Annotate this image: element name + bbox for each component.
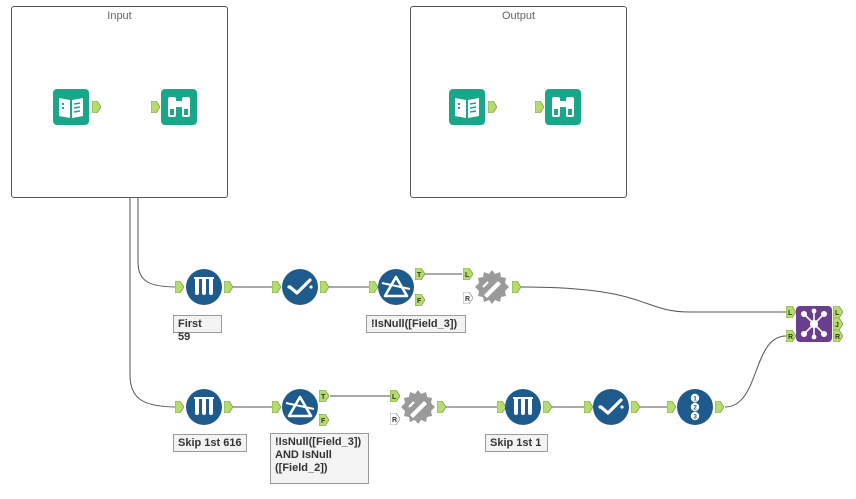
output-browse-input-anchor[interactable] xyxy=(535,101,544,113)
network-join-icon xyxy=(796,306,832,342)
gear-disabled-icon xyxy=(475,270,509,304)
test-tubes-icon xyxy=(186,269,222,305)
sample-skip-output-anchor[interactable] xyxy=(224,401,233,413)
join-left-output-anchor[interactable]: L xyxy=(833,306,843,318)
test-tubes-icon xyxy=(505,389,541,425)
join-right-input-anchor[interactable]: R xyxy=(786,330,796,342)
select-top-output-anchor[interactable] xyxy=(320,281,329,293)
disabled-tool-bottom[interactable] xyxy=(400,389,436,425)
book-icon xyxy=(449,89,485,125)
filter-top-true-anchor[interactable]: T xyxy=(415,268,425,280)
filter-bottom-tool[interactable] xyxy=(282,389,318,425)
svg-text:L: L xyxy=(465,272,470,279)
select-bottom-output-anchor[interactable] xyxy=(631,401,640,413)
sample-skip-tool[interactable] xyxy=(186,389,222,425)
join-tool[interactable] xyxy=(796,306,832,342)
filter-top-input-anchor[interactable] xyxy=(369,281,378,293)
browse-tool-input-anchor[interactable] xyxy=(151,101,160,113)
svg-text:1: 1 xyxy=(693,396,697,403)
binoculars-icon xyxy=(545,89,581,125)
svg-text:R: R xyxy=(465,296,470,303)
annotation-filter-top: !IsNull([Field_3]) xyxy=(366,315,466,333)
svg-text:L: L xyxy=(788,310,793,317)
sample-skip-input-anchor[interactable] xyxy=(175,401,184,413)
filter-top-tool[interactable] xyxy=(378,269,414,305)
input-data-tool[interactable] xyxy=(53,89,89,125)
recordid-tool[interactable]: 1 2 3 xyxy=(677,389,713,425)
svg-text:F: F xyxy=(417,298,422,305)
gear-disabled-icon xyxy=(401,390,435,424)
svg-text:L: L xyxy=(835,310,840,317)
svg-text:2: 2 xyxy=(693,405,697,412)
select-bottom-input-anchor[interactable] xyxy=(584,401,593,413)
triangle-filter-icon xyxy=(282,389,318,425)
svg-text:R: R xyxy=(788,334,793,341)
checkmark-icon xyxy=(282,269,318,305)
annotation-sample-skip: Skip 1st 616 xyxy=(173,434,247,452)
sample-first-tool[interactable] xyxy=(186,269,222,305)
select-bottom-tool[interactable] xyxy=(593,389,629,425)
disabled-tool-top-output-anchor[interactable] xyxy=(512,281,521,293)
disabled-join-bottom-right-anchor[interactable]: R xyxy=(390,413,400,425)
numbered-list-icon: 1 2 3 xyxy=(677,389,713,425)
svg-text:F: F xyxy=(321,418,326,425)
sample-skip-one-input-anchor[interactable] xyxy=(497,401,506,413)
filter-top-false-anchor[interactable]: F xyxy=(415,294,425,306)
select-top-input-anchor[interactable] xyxy=(272,281,281,293)
join-join-output-anchor[interactable]: J xyxy=(833,318,843,330)
join-left-input-anchor[interactable]: L xyxy=(786,306,796,318)
container-input-title: Input xyxy=(107,10,132,22)
svg-text:3: 3 xyxy=(693,414,697,421)
container-output[interactable]: Output xyxy=(410,6,627,198)
disabled-join-top-right-anchor[interactable]: R xyxy=(463,292,473,304)
sample-skip-one-output-anchor[interactable] xyxy=(543,401,552,413)
annotation-sample-first: First 59 xyxy=(173,315,222,343)
filter-bottom-input-anchor[interactable] xyxy=(272,401,281,413)
triangle-filter-icon xyxy=(378,269,414,305)
sample-first-input-anchor[interactable] xyxy=(175,281,184,293)
checkmark-icon xyxy=(593,389,629,425)
output-input-data-tool[interactable] xyxy=(449,89,485,125)
filter-bottom-false-anchor[interactable]: F xyxy=(319,414,329,426)
svg-text:L: L xyxy=(392,394,397,401)
svg-text:T: T xyxy=(417,272,422,279)
svg-text:T: T xyxy=(321,394,326,401)
test-tubes-icon xyxy=(186,389,222,425)
disabled-join-bottom-left-anchor[interactable]: L xyxy=(390,390,400,402)
filter-bottom-true-anchor[interactable]: T xyxy=(319,390,329,402)
binoculars-icon xyxy=(161,89,197,125)
svg-text:J: J xyxy=(835,322,839,329)
book-icon xyxy=(53,89,89,125)
select-top-tool[interactable] xyxy=(282,269,318,305)
input-tool-output-anchor[interactable] xyxy=(92,101,101,113)
disabled-join-top-left-anchor[interactable]: L xyxy=(463,268,473,280)
wire-recordid-to-join xyxy=(724,335,787,408)
join-right-output-anchor[interactable]: R xyxy=(833,330,843,342)
disabled-tool-top[interactable] xyxy=(474,269,510,305)
sample-first-output-anchor[interactable] xyxy=(224,281,233,293)
svg-text:R: R xyxy=(835,334,840,341)
container-output-title: Output xyxy=(501,10,536,22)
recordid-input-anchor[interactable] xyxy=(667,401,676,413)
recordid-output-anchor[interactable] xyxy=(715,401,724,413)
disabled-tool-bottom-output-anchor[interactable] xyxy=(437,401,446,413)
sample-skip-one-tool[interactable] xyxy=(505,389,541,425)
output-input-tool-output-anchor[interactable] xyxy=(488,101,497,113)
annotation-sample-skip-one: Skip 1st 1 xyxy=(485,434,548,452)
wire-disabled-to-join xyxy=(520,286,786,313)
browse-tool[interactable] xyxy=(161,89,197,125)
output-browse-tool[interactable] xyxy=(545,89,581,125)
svg-text:R: R xyxy=(392,417,397,424)
annotation-filter-bottom: !IsNull([Field_3]) AND IsNull ([Field_2]… xyxy=(270,433,369,484)
